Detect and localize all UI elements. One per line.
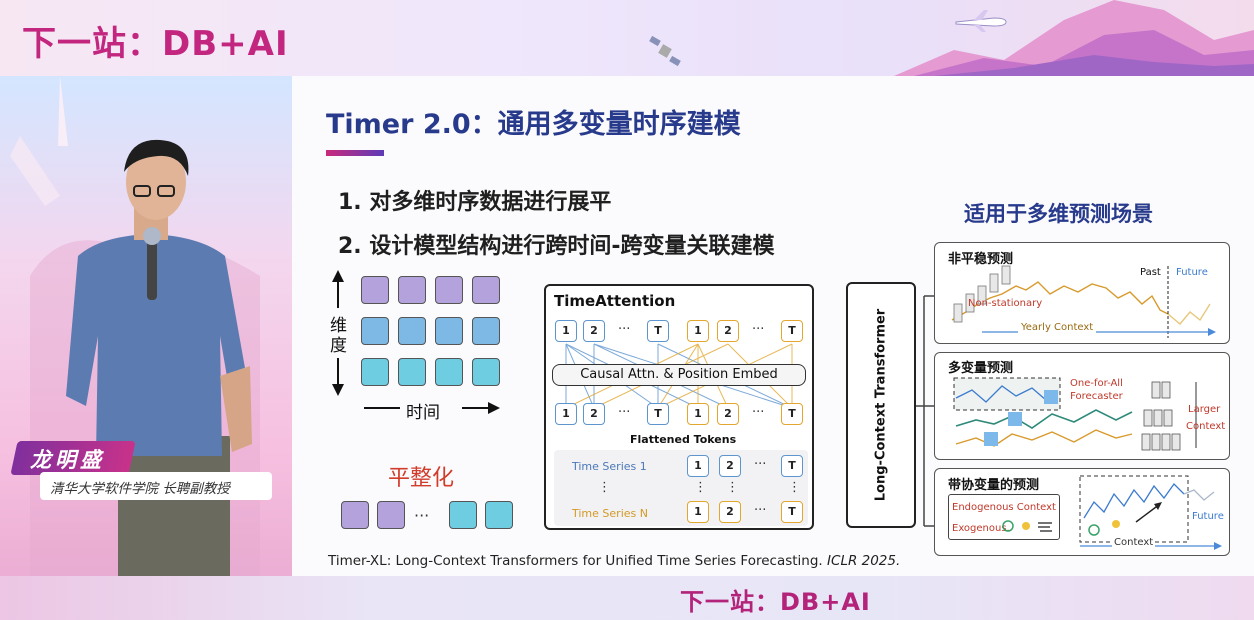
flat-cell — [485, 501, 513, 529]
bullet-point-2: 2. 设计模型结构进行跨时间-跨变量关联建模 — [338, 234, 775, 259]
series-n-token: 1 — [687, 501, 709, 523]
one-for-all-label: One-for-All Forecaster — [1070, 378, 1123, 402]
scenario-heading: 适用于多维预测场景 — [964, 202, 1153, 226]
covariate-context-label: Context — [1112, 537, 1156, 548]
series-vdots: ⋮ — [726, 480, 739, 495]
brand-logo-top: 下一站：DB+AI — [22, 24, 289, 64]
panel-nonstationary-title: 非平稳预测 — [948, 252, 1014, 267]
token-top-dots: ··· — [752, 322, 765, 337]
series-vdots: ⋮ — [598, 480, 611, 495]
grid-cell — [472, 317, 500, 345]
speaker-figure — [10, 76, 260, 620]
grid-cell — [472, 358, 500, 386]
bullet-point-1: 1. 对多维时序数据进行展平 — [338, 190, 612, 215]
citation-venue: ICLR 2025. — [827, 553, 901, 569]
time-attention-title: TimeAttention — [554, 292, 676, 310]
flat-cell — [449, 501, 477, 529]
panel-multivariate-title: 多变量预测 — [948, 361, 1014, 376]
citation: Timer-XL: Long-Context Transformers for … — [328, 553, 900, 569]
token-bottom: 1 — [555, 403, 577, 425]
event-bottom-banner — [0, 576, 1254, 620]
presentation-slide: Timer 2.0：通用多变量时序建模 1. 对多维时序数据进行展平 2. 设计… — [292, 76, 1254, 576]
series-n-label: Time Series N — [572, 507, 648, 520]
context-label: Context — [1186, 421, 1226, 432]
dimension-arrow-icon — [332, 270, 344, 396]
grid-cell — [361, 276, 389, 304]
larger-label: Larger — [1188, 404, 1221, 415]
flattened-tokens-label: Flattened Tokens — [630, 433, 737, 446]
speaker-video — [0, 76, 292, 620]
flat-ellipsis: ··· — [414, 506, 430, 525]
series-vdots: ⋮ — [788, 480, 801, 495]
token-top: T — [647, 320, 669, 342]
grid-cell — [435, 276, 463, 304]
transformer-label: Long-Context Transformer — [873, 308, 889, 502]
mountain-illustration — [894, 0, 1254, 76]
flat-cell — [377, 501, 405, 529]
grid-cell — [398, 358, 426, 386]
grid-cell — [398, 317, 426, 345]
token-bottom: T — [647, 403, 669, 425]
series-1-label: Time Series 1 — [572, 460, 647, 473]
exogenous-label: Exogenous. — [952, 523, 1010, 534]
flatten-label: 平整化 — [388, 466, 455, 491]
grid-cell — [398, 276, 426, 304]
weather-icons — [1002, 520, 1052, 532]
token-top-dots: ··· — [618, 322, 631, 337]
endogenous-label: Endogenous Context — [952, 502, 1056, 513]
series-1-token: 2 — [719, 455, 741, 477]
flat-cell — [341, 501, 369, 529]
token-top: 1 — [555, 320, 577, 342]
dimension-label: 维度 — [330, 316, 347, 356]
future-label: Future — [1176, 267, 1208, 278]
time-label: 时间 — [406, 403, 440, 423]
token-top: T — [781, 320, 803, 342]
grid-cell — [472, 276, 500, 304]
token-bottom-dots: ··· — [618, 405, 631, 420]
past-label: Past — [1140, 267, 1161, 278]
citation-main: Timer-XL: Long-Context Transformers for … — [328, 553, 823, 569]
airplane-icon — [955, 10, 1007, 32]
token-bottom: 2 — [717, 403, 739, 425]
covariate-future-label: Future — [1192, 511, 1224, 522]
speaker-title-tag — [40, 472, 272, 500]
token-bottom: 2 — [583, 403, 605, 425]
panel-covariate-title: 带协变量的预测 — [948, 478, 1040, 493]
token-bottom: T — [781, 403, 803, 425]
slide-title: Timer 2.0：通用多变量时序建模 — [326, 109, 741, 140]
satellite-icon — [649, 35, 681, 67]
covariate-legend — [948, 494, 1060, 540]
token-top: 1 — [687, 320, 709, 342]
series-n-token: T — [781, 501, 803, 523]
series-1-token: 1 — [687, 455, 709, 477]
causal-attention-block: Causal Attn. & Position Embed — [552, 364, 806, 386]
series-area — [554, 450, 808, 526]
speaker-name: 龙明盛 — [30, 448, 105, 472]
token-bottom-dots: ··· — [752, 405, 765, 420]
token-top: 2 — [717, 320, 739, 342]
event-top-banner — [0, 0, 1254, 76]
multivariate-chart — [953, 377, 1197, 451]
token-bottom: 1 — [687, 403, 709, 425]
series-vdots: ⋮ — [694, 480, 707, 495]
panel-covariate — [934, 468, 1230, 556]
long-context-transformer-box — [846, 282, 916, 528]
yearly-context-label: Yearly Context — [1018, 322, 1097, 333]
series-1-dots: ··· — [754, 457, 767, 472]
speaker-title: 清华大学软件学院 长聘副教授 — [50, 481, 230, 497]
title-underline — [326, 150, 384, 156]
series-1-token: T — [781, 455, 803, 477]
grid-cell — [361, 358, 389, 386]
token-top: 2 — [583, 320, 605, 342]
time-arrow-icon — [364, 402, 500, 414]
brand-logo-bottom: 下一站：DB+AI — [680, 588, 871, 616]
grid-cell — [435, 358, 463, 386]
series-n-dots: ··· — [754, 503, 767, 518]
grid-cell — [435, 317, 463, 345]
grid-cell — [361, 317, 389, 345]
series-n-token: 2 — [719, 501, 741, 523]
nonstationary-label: Non-stationary — [968, 298, 1043, 309]
connector-lines — [916, 295, 936, 527]
